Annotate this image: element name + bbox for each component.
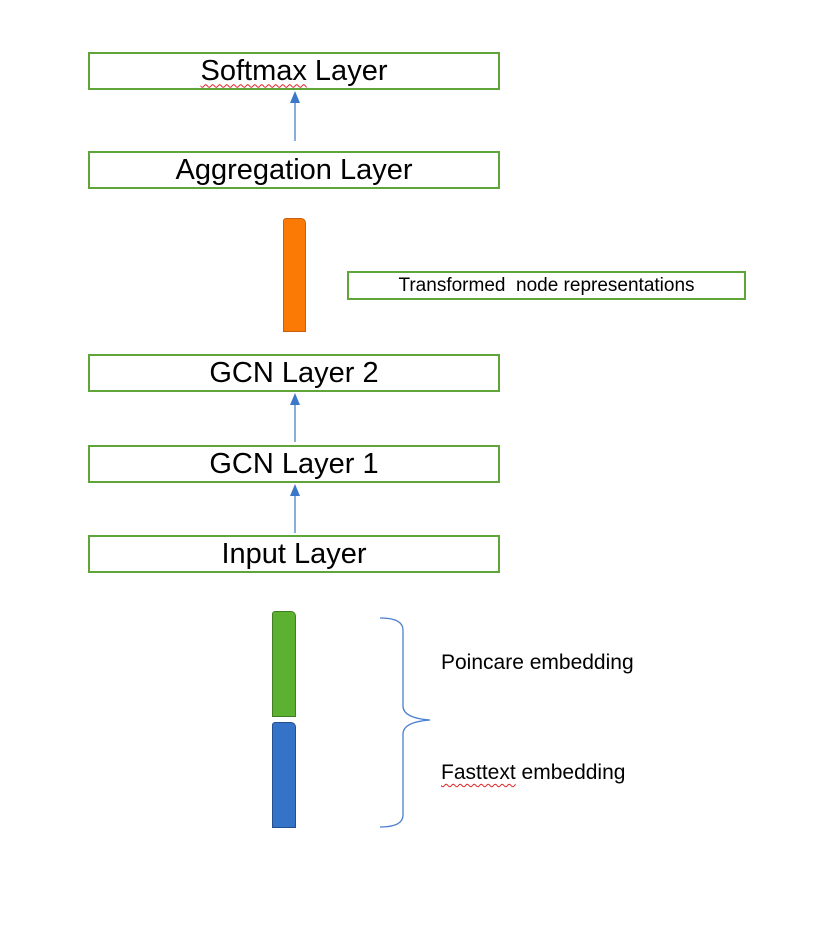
softmax-layer-box: Softmax Layer (88, 52, 500, 90)
arrow-aggregation-to-softmax (290, 91, 300, 141)
arrow-up-icon (290, 484, 300, 496)
gcn-layer-2-label: GCN Layer 2 (209, 356, 379, 389)
layer-word: Layer (306, 54, 388, 87)
arrow-gcn1-to-gcn2 (290, 393, 300, 442)
arrow-up-icon (290, 91, 300, 103)
fasttext-embedding-vector (272, 722, 296, 828)
embedding-word: embedding (515, 761, 626, 784)
gcn-layer-2-box: GCN Layer 2 (88, 354, 500, 392)
right-brace-icon (379, 617, 431, 828)
softmax-layer-label: Softmax Layer (201, 55, 388, 88)
transformed-node-label: Transformed node representations (398, 274, 695, 296)
softmax-word: Softmax (200, 54, 307, 87)
fasttext-embedding-label: Fasttext embedding (441, 761, 625, 785)
transformed-node-label-box: Transformed node representations (347, 271, 746, 300)
aggregation-layer-label: Aggregation Layer (175, 153, 413, 186)
arrow-up-icon (290, 393, 300, 405)
fasttext-word: Fasttext (441, 761, 516, 784)
gcn-layer-1-box: GCN Layer 1 (88, 445, 500, 483)
poincare-embedding-vector (272, 611, 296, 717)
aggregation-layer-box: Aggregation Layer (88, 151, 500, 189)
transformed-node-vector (283, 218, 306, 332)
poincare-embedding-label: Poincare embedding (441, 651, 634, 674)
arrow-input-to-gcn1 (290, 484, 300, 533)
gcn-layer-1-label: GCN Layer 1 (209, 447, 379, 480)
input-layer-box: Input Layer (88, 535, 500, 573)
input-layer-label: Input Layer (221, 537, 367, 570)
